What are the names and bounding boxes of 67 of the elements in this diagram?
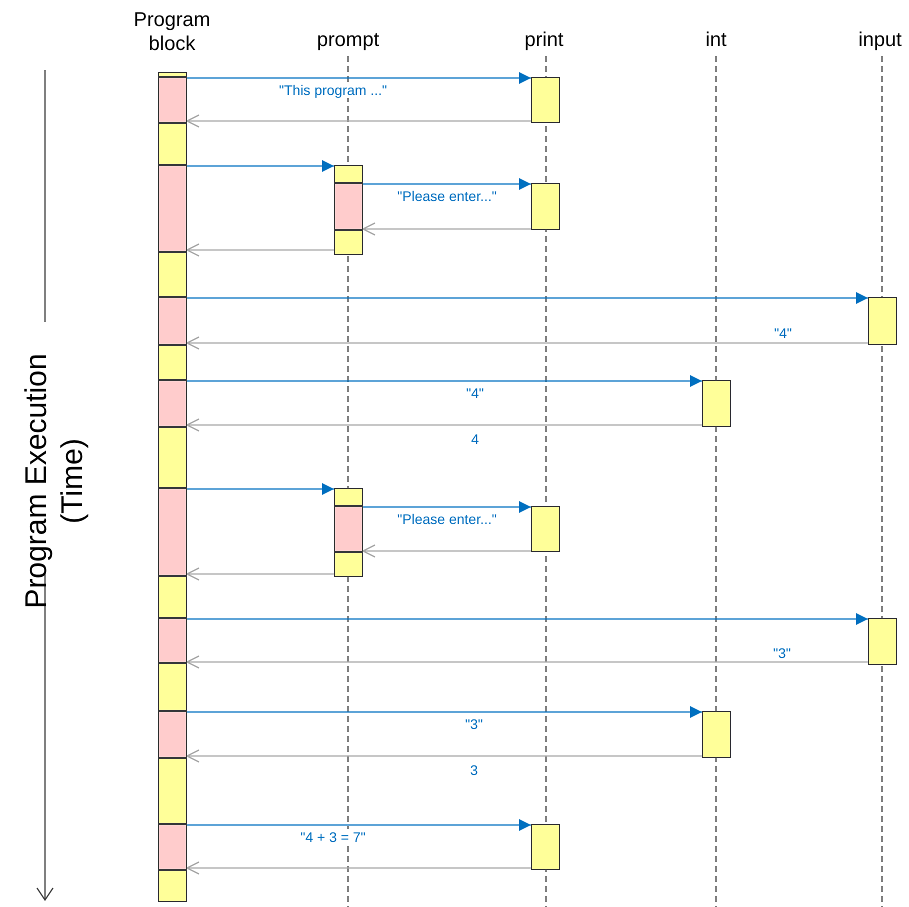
arrow (186, 243, 334, 257)
execution-segment (158, 488, 187, 576)
activation-box (531, 824, 560, 870)
arrow (186, 114, 531, 128)
arrow (187, 483, 334, 495)
arrow (187, 292, 868, 304)
activation-box (334, 506, 363, 552)
activation-box (334, 552, 363, 577)
arrow (186, 418, 702, 432)
arrow (187, 613, 868, 625)
arrow (362, 222, 531, 236)
lifeline-label: Program block (132, 8, 212, 56)
edge-label: "Please enter..." (395, 188, 499, 204)
arrow (186, 655, 868, 669)
execution-segment (158, 380, 187, 427)
execution-segment (158, 427, 187, 488)
edge-label: "4" (464, 385, 486, 401)
activation-box (334, 230, 363, 255)
execution-segment (158, 663, 187, 711)
lifeline-label: prompt (293, 28, 403, 52)
execution-segment (158, 824, 187, 870)
arrow (362, 544, 531, 558)
execution-segment (158, 345, 187, 380)
execution-segment (158, 870, 187, 902)
arrow (186, 336, 868, 350)
execution-segment (158, 165, 187, 252)
execution-segment (158, 758, 187, 824)
execution-segment (158, 252, 187, 297)
lifeline-label: int (661, 28, 771, 52)
execution-segment (158, 618, 187, 663)
arrow (187, 819, 531, 831)
execution-segment (158, 123, 187, 165)
axis-title: Program Execution (Time) (19, 352, 90, 611)
execution-segment (158, 77, 187, 123)
edge-label: "This program ..." (277, 82, 389, 98)
activation-box (531, 77, 560, 123)
edge-label: "Please enter..." (395, 511, 499, 527)
activation-box (702, 380, 731, 427)
activation-box (334, 488, 363, 506)
execution-segment (158, 72, 187, 77)
activation-box (334, 183, 363, 230)
activation-box (868, 297, 897, 345)
arrow (186, 749, 702, 763)
activation-box (531, 506, 560, 552)
activation-box (702, 711, 731, 758)
arrow (187, 160, 334, 172)
edge-label: 4 (469, 431, 481, 447)
arrow (363, 501, 531, 513)
activation-box (531, 183, 560, 230)
arrow (187, 706, 702, 718)
execution-segment (158, 711, 187, 758)
edge-label: "3" (771, 645, 793, 661)
activation-box (868, 618, 897, 665)
activation-box (334, 165, 363, 183)
arrow (187, 72, 531, 84)
execution-segment (158, 297, 187, 345)
arrow (363, 178, 531, 190)
arrow (186, 861, 531, 875)
arrow (186, 567, 334, 581)
lifeline-label: print (489, 28, 599, 52)
edge-label: "4" (772, 325, 794, 341)
execution-segment (158, 576, 187, 618)
edge-label: 3 (468, 762, 480, 778)
arrow (187, 375, 702, 387)
edge-label: "4 + 3 = 7" (298, 829, 368, 845)
lifeline-label: input (825, 28, 909, 52)
edge-label: "3" (463, 716, 485, 732)
